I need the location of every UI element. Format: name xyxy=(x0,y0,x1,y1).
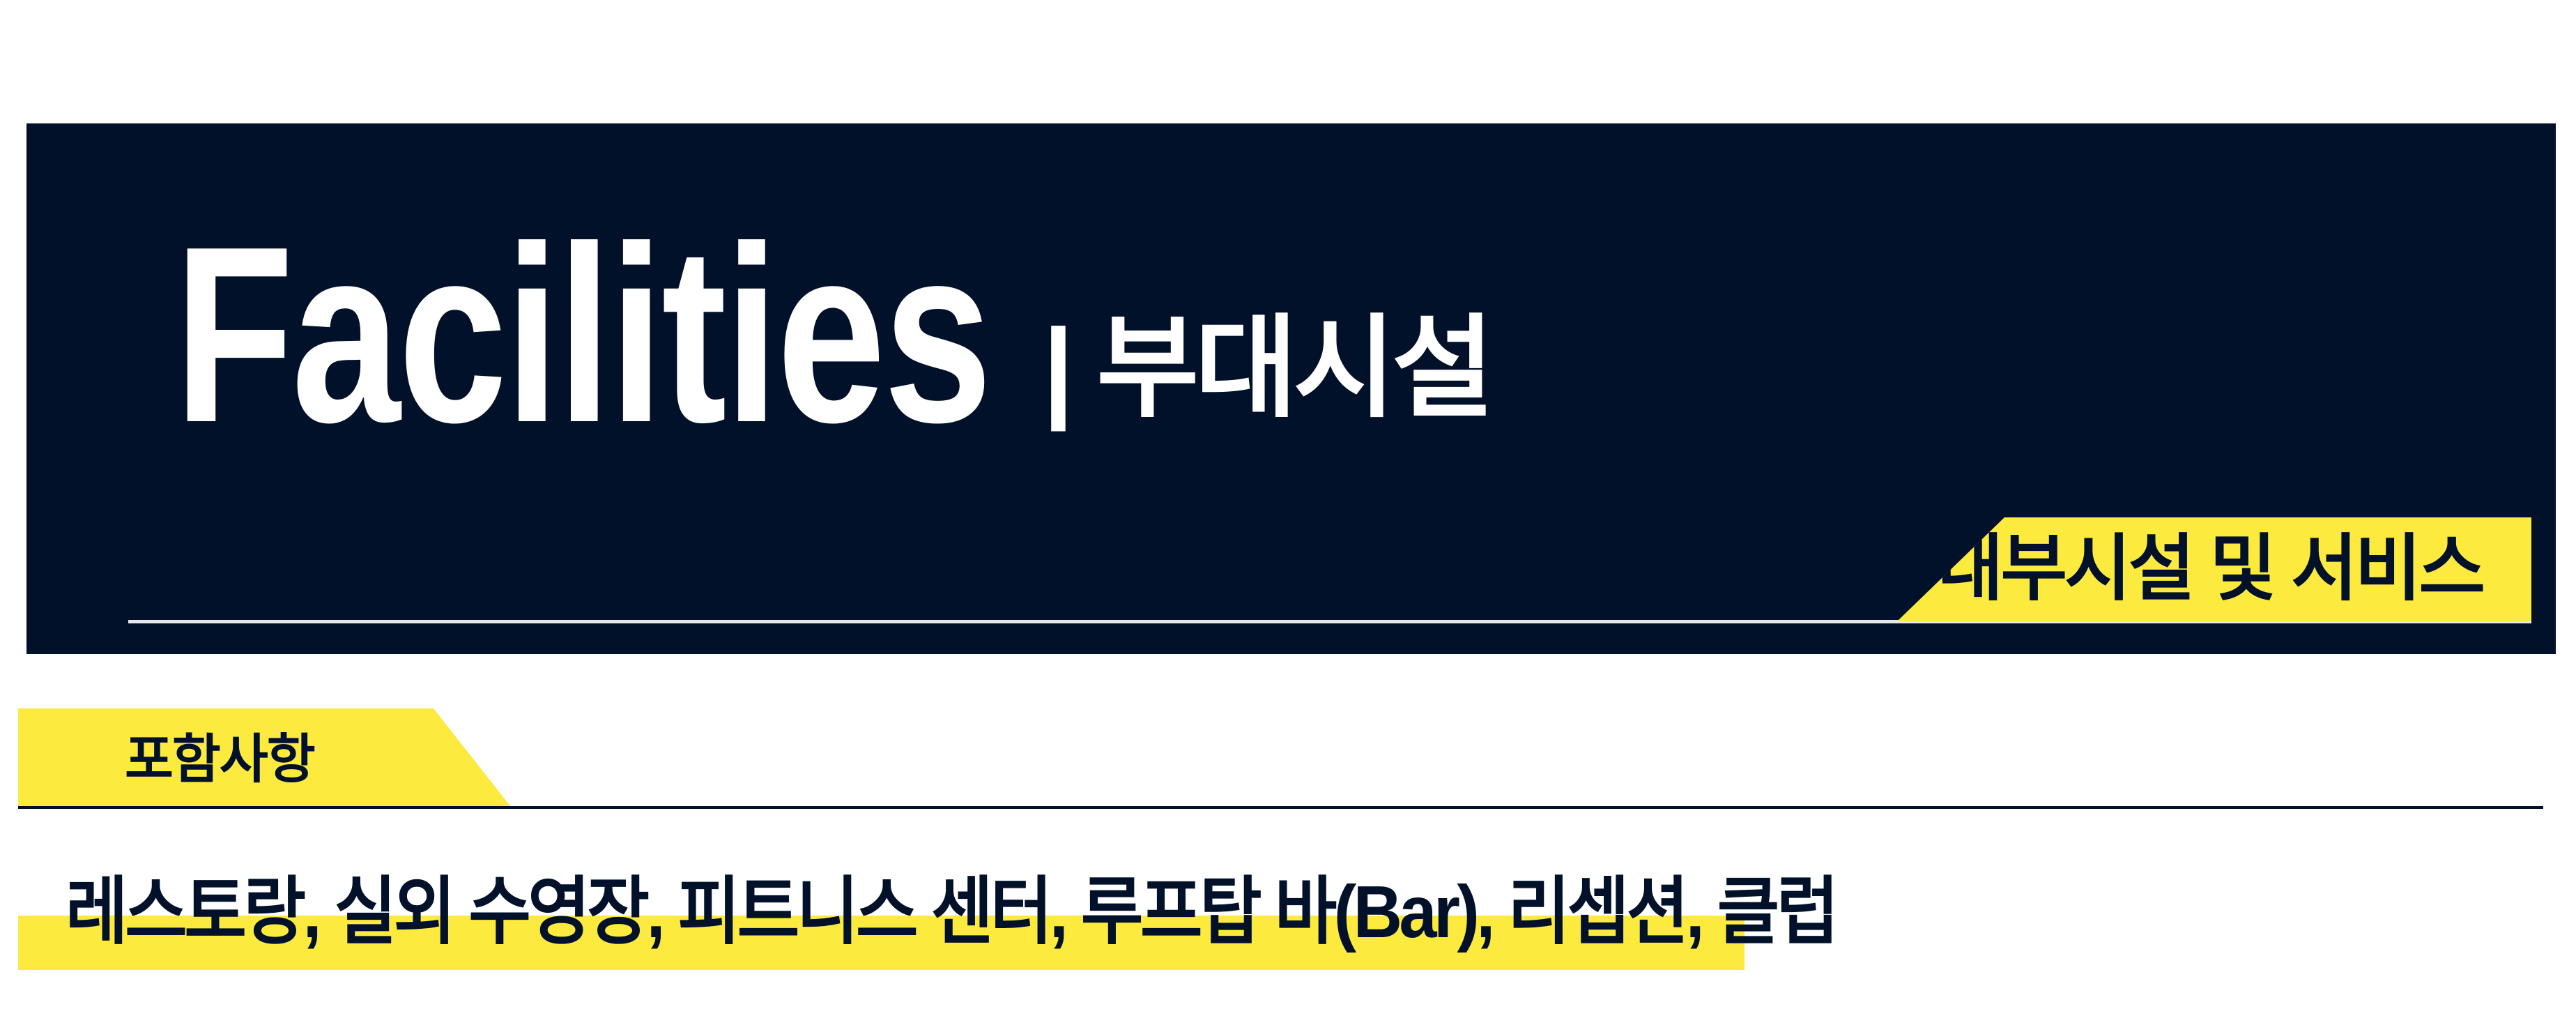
section-tag-label: 포함사항 xyxy=(125,730,316,789)
page-title: Facilities xyxy=(174,195,992,475)
category-tag: 내부시설 및 서비스 xyxy=(1897,517,2531,621)
category-tag-label: 내부시설 및 서비스 xyxy=(1936,529,2485,609)
facilities-list: 레스토랑, 실외 수영장, 피트니스 센터, 루프탑 바(Bar), 리셉션, … xyxy=(66,871,1839,953)
section-divider xyxy=(18,806,2543,809)
text-highlight xyxy=(18,916,1745,970)
page-subtitle: | 부대시설 xyxy=(1043,305,1494,430)
divider xyxy=(128,620,2531,623)
section-tag: 포함사항 xyxy=(18,708,511,807)
